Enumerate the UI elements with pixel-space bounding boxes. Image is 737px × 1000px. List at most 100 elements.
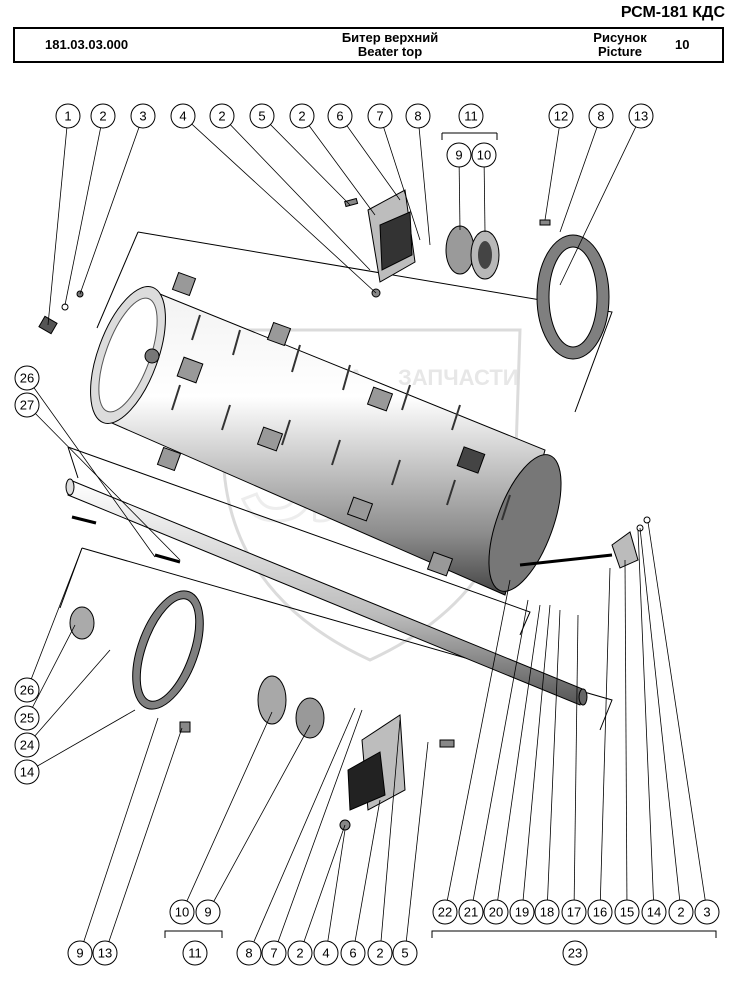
callout-number: 4 xyxy=(179,109,186,124)
leader-line xyxy=(352,799,381,954)
callout-number: 27 xyxy=(20,398,34,413)
leader-line xyxy=(339,115,401,201)
leader-line xyxy=(325,829,346,954)
callout-number: 3 xyxy=(703,905,710,920)
callout-number: 26 xyxy=(20,683,34,698)
leader-line xyxy=(47,115,69,326)
upper-group-bracket xyxy=(96,132,613,413)
callout-number: 13 xyxy=(634,109,648,124)
picture-label-ru: Рисунок xyxy=(593,30,647,45)
callout-circle xyxy=(236,940,262,966)
callout-circle xyxy=(432,899,458,925)
callout-circle xyxy=(458,899,484,925)
callout-8: 8 xyxy=(405,103,431,246)
leader-line xyxy=(248,707,356,954)
callout-number: 21 xyxy=(464,905,478,920)
callout-5: 5 xyxy=(392,741,429,966)
callout-13: 13 xyxy=(559,103,654,286)
leader-line xyxy=(639,527,682,913)
callout-circle xyxy=(471,142,497,168)
leader-line xyxy=(26,547,83,691)
leader-line xyxy=(26,624,76,719)
callout-circle xyxy=(55,103,81,129)
callout-circle xyxy=(483,899,509,925)
callout-circle xyxy=(561,899,587,925)
callout-number: 7 xyxy=(376,109,383,124)
callout-number: 8 xyxy=(597,109,604,124)
leader-line xyxy=(26,404,181,561)
callout-circle xyxy=(587,899,613,925)
model-name: РСМ-181 КДС xyxy=(620,4,725,21)
lower-parts xyxy=(69,516,651,831)
callout-circle xyxy=(327,103,353,129)
callout-number: 5 xyxy=(258,109,265,124)
callout-number: 6 xyxy=(349,946,356,961)
callout-number: 9 xyxy=(455,148,462,163)
callout-number: 13 xyxy=(98,946,112,961)
callout-9: 9 xyxy=(67,717,159,966)
assembly-name: Битер верхний Beater top xyxy=(315,29,465,63)
callout-circle xyxy=(14,365,40,391)
callout-circle xyxy=(67,940,93,966)
callout-number: 23 xyxy=(568,946,582,961)
leader-line xyxy=(483,154,486,233)
callout-19: 19 xyxy=(509,604,551,925)
assembly-name-ru: Битер верхний xyxy=(341,30,439,45)
beater-drum xyxy=(90,271,562,596)
callout-2: 2 xyxy=(289,103,376,216)
callout-number: 7 xyxy=(270,946,277,961)
leader-line xyxy=(404,741,429,954)
callout-circle xyxy=(92,940,118,966)
callout-circle xyxy=(509,899,535,925)
callout-circle xyxy=(90,103,116,129)
callout-18: 18 xyxy=(534,609,561,925)
callout-12: 12 xyxy=(544,103,574,221)
callout-3: 3 xyxy=(79,103,156,295)
leader-line xyxy=(79,717,159,954)
callout-number: 9 xyxy=(76,946,83,961)
callout-14: 14 xyxy=(14,709,136,785)
callout-2: 2 xyxy=(287,824,346,966)
callout-number: 11 xyxy=(464,109,478,124)
leader-line xyxy=(559,115,642,286)
leader-line xyxy=(599,567,611,913)
callout-circle xyxy=(367,103,393,129)
leader-line xyxy=(261,115,351,206)
upper-parts xyxy=(38,189,610,360)
callout-2: 2 xyxy=(639,527,694,925)
leader-line xyxy=(301,115,376,216)
callout-number: 20 xyxy=(489,905,503,920)
leader-line xyxy=(647,521,708,913)
callout-circle xyxy=(367,940,393,966)
callout-circle xyxy=(14,677,40,703)
leader-line xyxy=(299,824,346,954)
callout-number: 18 xyxy=(540,905,554,920)
leader-line xyxy=(207,724,311,913)
leader-line xyxy=(379,115,421,241)
callout-number: 2 xyxy=(218,109,225,124)
callout-circle xyxy=(289,103,315,129)
leader-line xyxy=(495,604,541,913)
callout-20: 20 xyxy=(483,604,541,925)
callout-5: 5 xyxy=(249,103,351,206)
callout-circle xyxy=(209,103,235,129)
callout-6: 6 xyxy=(327,103,401,201)
callout-24: 24 xyxy=(14,649,111,758)
callout-number: 2 xyxy=(99,109,106,124)
callout-circle xyxy=(548,103,574,129)
callout-circle xyxy=(340,940,366,966)
callout-circle xyxy=(641,899,667,925)
leader-line xyxy=(104,727,183,954)
callout-number: 24 xyxy=(20,738,34,753)
callout-number: 2 xyxy=(298,109,305,124)
callout-number: 5 xyxy=(401,946,408,961)
bottom-brackets xyxy=(164,930,717,938)
callout-circle xyxy=(14,759,40,785)
callout-circle xyxy=(287,940,313,966)
leader-line xyxy=(521,604,551,913)
leader-line xyxy=(573,614,579,913)
title-block: 181.03.03.000 Битер верхний Beater top Р… xyxy=(13,27,724,63)
callout-circle xyxy=(249,103,275,129)
shaft xyxy=(65,478,588,706)
leader-line xyxy=(544,115,562,221)
